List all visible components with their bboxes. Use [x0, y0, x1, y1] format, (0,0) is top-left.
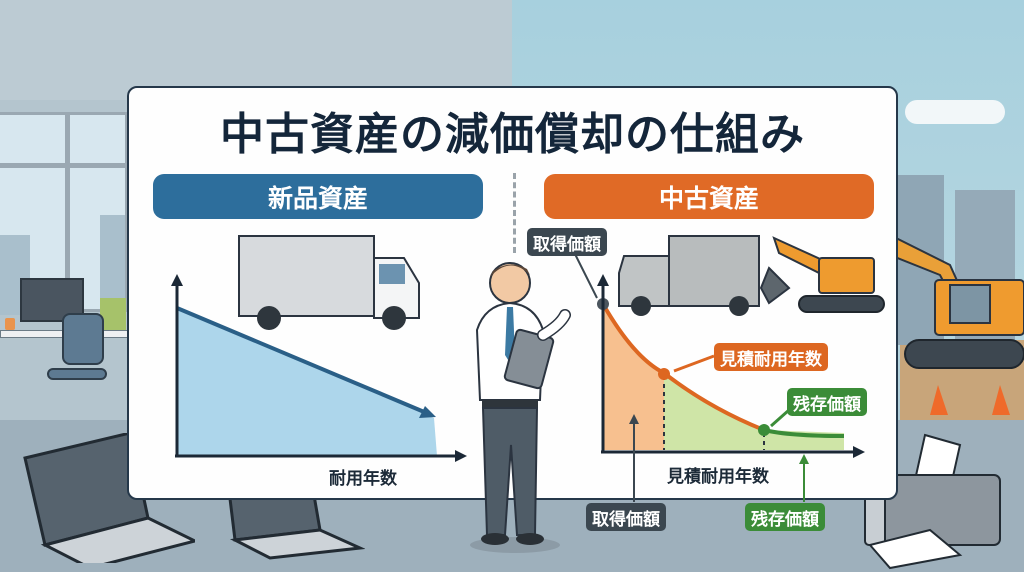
residual-value-callout: 残存価額	[787, 388, 867, 416]
x-axis-arrow-icon	[455, 450, 467, 462]
used-asset-header: 中古資産	[544, 174, 874, 219]
plant-pot-icon	[5, 318, 15, 330]
estimated-life-callout: 見積耐用年数	[714, 343, 828, 371]
new-truck-icon	[238, 235, 420, 330]
desktop-monitor-icon	[20, 278, 84, 322]
window-frame	[0, 163, 125, 168]
office-chair-seat	[47, 368, 107, 380]
used-x-axis-label: 見積耐用年数	[667, 467, 769, 487]
residual-value-bottom-callout: 残存価額	[745, 503, 825, 531]
excavator-icon	[759, 236, 885, 313]
cloud-icon	[905, 100, 1005, 124]
x-axis-arrow-icon	[853, 446, 865, 458]
depreciation-charts	[171, 235, 885, 502]
laptop-icon	[23, 433, 195, 563]
estimated-life-point	[658, 368, 670, 380]
new-asset-area	[177, 308, 437, 456]
y-axis-arrow-icon	[171, 274, 183, 286]
office-chair-icon	[62, 313, 104, 365]
page-title: 中古資産の減価償却の仕組み	[220, 109, 805, 160]
used-green-area	[664, 373, 844, 450]
printer-icon	[864, 433, 1001, 570]
new-x-axis-label: 耐用年数	[329, 469, 397, 489]
window-frame	[65, 115, 70, 309]
residual-point	[758, 424, 770, 436]
new-asset-header: 新品資産	[153, 174, 483, 219]
section-divider	[513, 173, 516, 253]
used-truck-icon	[618, 235, 760, 316]
acquisition-cost-callout: 取得価額	[527, 228, 607, 256]
arrow-head-icon	[419, 406, 436, 418]
excavator-background-icon	[890, 233, 1024, 415]
new-asset-line	[176, 306, 430, 416]
presenter-icon	[470, 262, 571, 553]
acquisition-cost-bottom-callout: 取得価額	[586, 503, 666, 531]
binders-icon	[100, 298, 126, 330]
y-axis-arrow-icon	[597, 274, 609, 286]
used-orange-area	[603, 304, 664, 450]
